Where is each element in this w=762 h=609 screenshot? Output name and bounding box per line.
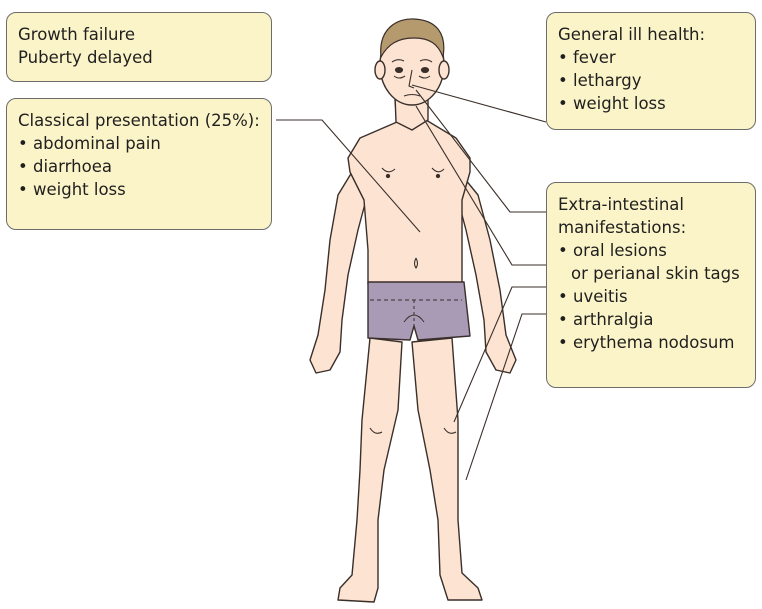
classical-presentation-box: Classical presentation (25%): abdominal … [6,98,272,230]
classical-heading: Classical presentation (25%): [18,109,261,132]
growth-failure-text: Growth failure [18,23,261,46]
manifestation-perianal-skin-tags: or perianal skin tags [558,262,745,285]
symptom-fever: fever [558,46,745,69]
symptom-abdominal-pain: abdominal pain [18,132,261,155]
right-ear [439,61,449,79]
general-ill-health-box: General ill health: fever lethargy weigh… [546,12,756,130]
left-arm [310,172,366,373]
left-leg [338,338,402,602]
manifestation-uveitis: uveitis [558,285,745,308]
symptom-lethargy: lethargy [558,69,745,92]
right-leg [412,338,482,600]
manifestation-arthralgia: arthralgia [558,308,745,331]
general-heading: General ill health: [558,23,745,46]
extra-intestinal-box: Extra-intestinal manifestations: oral le… [546,182,756,388]
extra-heading-line-2: manifestations: [558,216,745,239]
extra-heading-line-1: Extra-intestinal [558,193,745,216]
left-ear [375,61,385,79]
leader-general [412,85,546,122]
growth-failure-box: Growth failure Puberty delayed [6,12,272,82]
symptom-general-weight-loss: weight loss [558,92,745,115]
manifestation-erythema-nodosum: erythema nodosum [558,331,745,354]
shorts [368,282,470,340]
symptom-diarrhoea: diarrhoea [18,155,261,178]
puberty-delayed-text: Puberty delayed [18,46,261,69]
right-arm [456,168,516,373]
manifestation-oral-lesions: oral lesions [558,239,745,262]
symptom-weight-loss: weight loss [18,178,261,201]
